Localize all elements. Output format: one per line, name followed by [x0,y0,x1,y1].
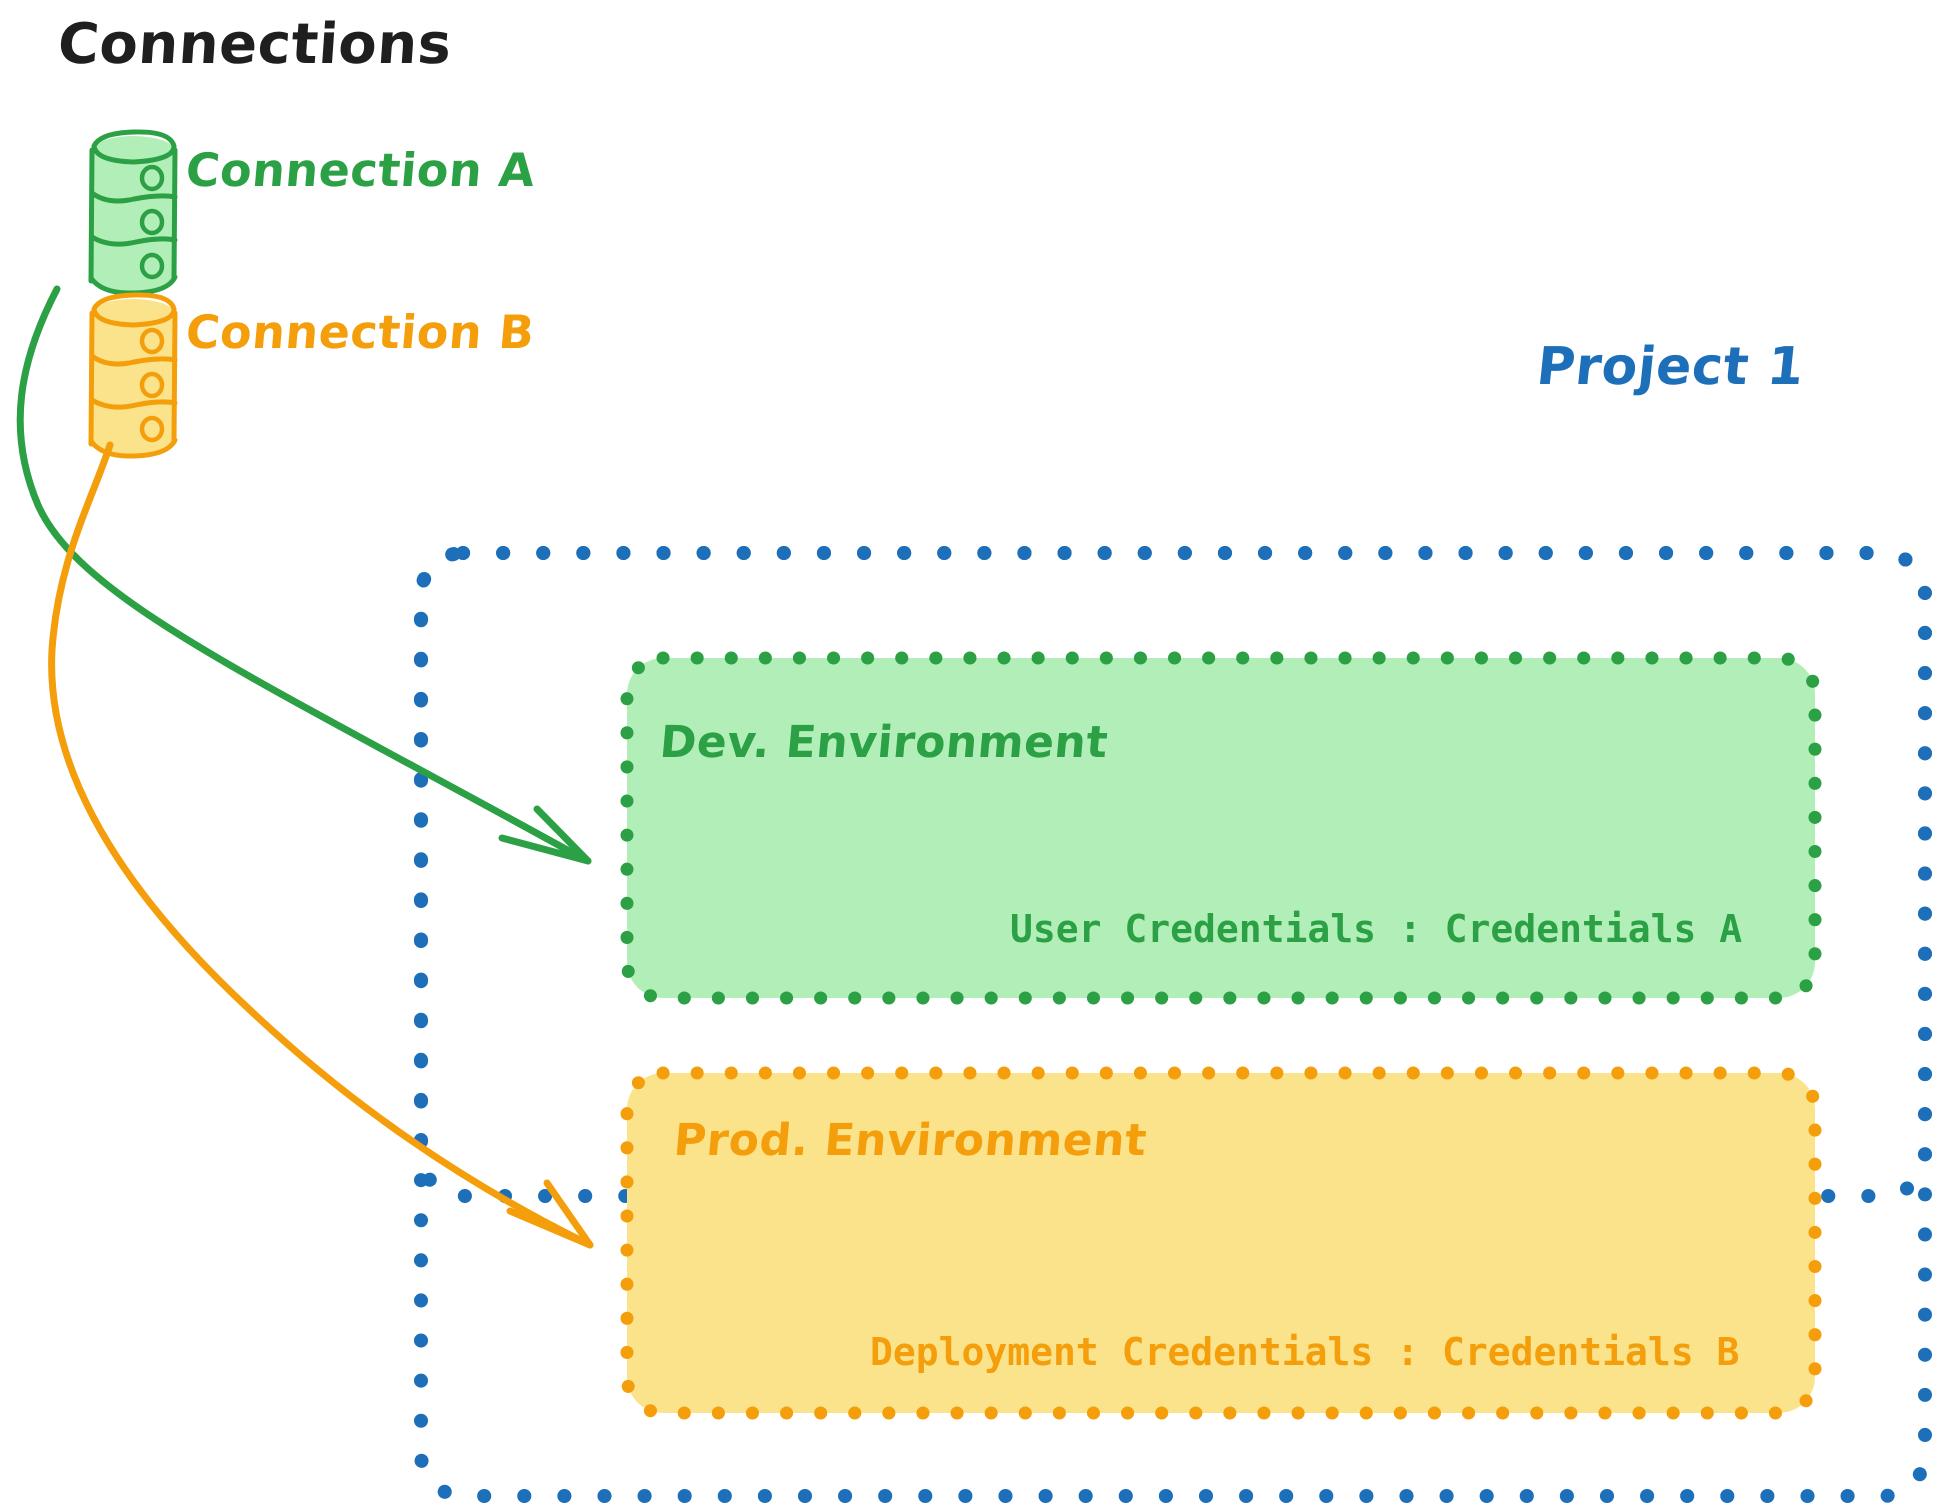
connection-b-database-icon [88,292,178,459]
connection-a-label: Connection A [183,143,538,197]
dev-environment-box [620,651,1822,1005]
dev-environment-title: Dev. Environment [657,717,1111,768]
dev-environment-credentials: User Credentials : Credentials A [1010,907,1743,951]
prod-environment-credentials: Deployment Credentials : Credentials B [870,1330,1740,1374]
project-container-border-full [414,546,1932,1503]
arrow-connection-a-to-dev [16,285,592,865]
prod-environment-box [620,1066,1822,1420]
page-title: Connections [55,12,454,77]
arrow-connection-b-to-prod [48,441,594,1249]
project-title: Project 1 [1533,337,1808,397]
connection-a-database-icon [88,129,178,296]
connection-b-label: Connection B [183,305,537,359]
prod-environment-title: Prod. Environment [671,1115,1149,1166]
